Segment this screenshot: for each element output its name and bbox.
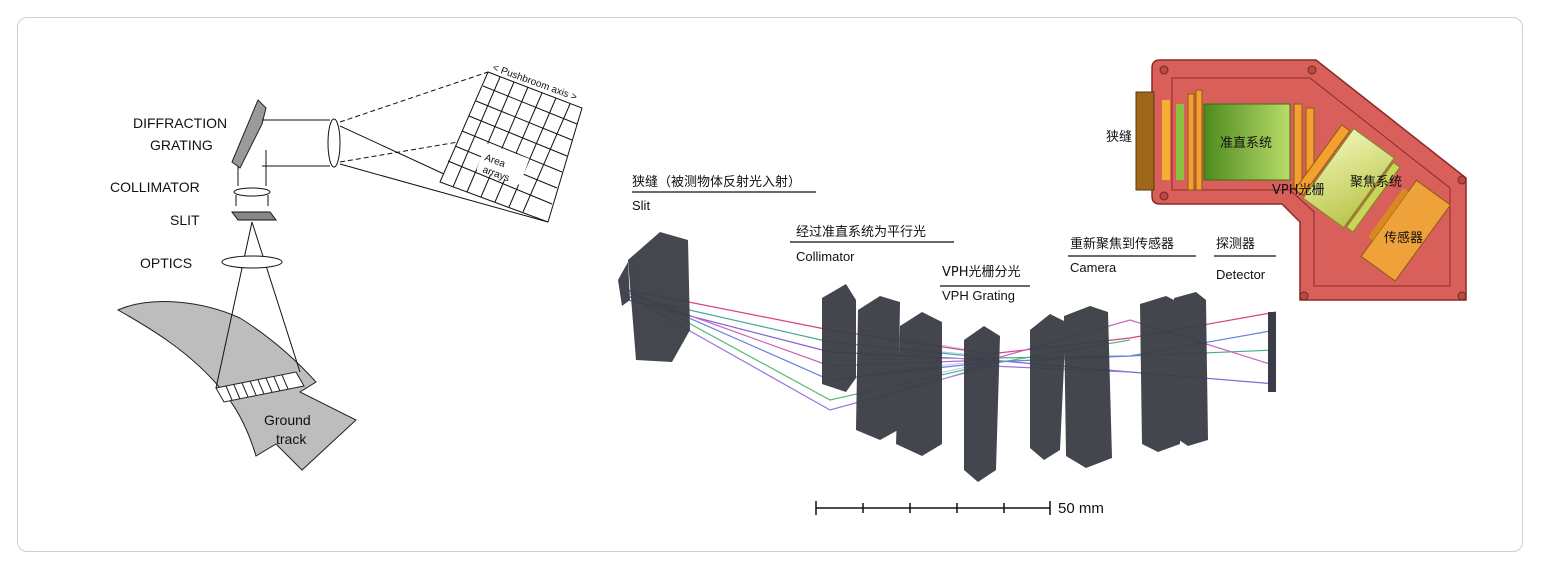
mech-collimator [1203,103,1291,181]
mech-label-grating: VPH光栅 [1272,183,1325,198]
collimator-lens-3 [896,312,942,456]
collimator-lens [233,187,271,197]
scale-bar-label: 50 mm [1058,500,1104,517]
slit-lens [628,232,690,362]
scale-bar [815,501,1051,515]
grating-lens [964,326,1000,482]
camera-lens-3 [1140,296,1180,452]
label-collimator: COLLIMATOR [110,179,200,195]
detector-plane [1268,312,1276,392]
mech-label-camera: 聚焦系统 [1350,175,1402,190]
label-grating-en: VPH Grating [942,288,1015,303]
label-track: track [276,431,307,447]
camera-lens-1 [1030,314,1066,460]
pushbroom-schematic [116,71,583,471]
collimator-lens-1 [822,284,856,392]
label-slit-cn: 狭缝（被测物体反射光入射） [632,174,801,190]
mech-label-collimator: 准直系统 [1220,136,1272,151]
label-diffraction: DIFFRACTION [133,115,227,131]
mech-slit [1135,91,1155,191]
label-detector-cn: 探测器 [1216,237,1255,252]
mech-label-sensor: 传感器 [1384,230,1423,246]
label-collimator-cn: 经过准直系统为平行光 [796,225,926,240]
label-slit-en: Slit [632,198,650,213]
label-camera-cn: 重新聚焦到传感器 [1070,236,1174,252]
label-ground: Ground [264,412,311,428]
label-collimator-en: Collimator [796,249,855,264]
area-array-grid [439,71,583,223]
optics-lens [221,255,283,269]
slit-aperture [618,262,630,306]
label-detector-en: Detector [1216,267,1266,282]
camera-lens-2 [1064,306,1112,468]
grating-block [231,99,267,169]
mech-camera [1302,127,1395,229]
mechanical-model: 狭缝 准直系统 VPH光栅 聚焦系统 传感器 [1106,59,1467,301]
label-optics: OPTICS [140,255,192,271]
label-grating: GRATING [150,137,213,153]
label-camera-en: Camera [1070,260,1117,275]
mech-label-slit: 狭缝 [1106,130,1132,145]
camera-lens [327,118,341,168]
label-slit: SLIT [170,212,200,228]
slit-plate [231,211,277,221]
lens-elements [618,232,1208,482]
label-grating-cn: VPH光栅分光 [942,265,1021,280]
optical-layout: 狭缝（被测物体反射光入射） Slit 经过准直系统为平行光 Collimator… [618,174,1277,517]
camera-lens-4 [1174,292,1208,446]
collimator-lens-2 [856,296,900,440]
